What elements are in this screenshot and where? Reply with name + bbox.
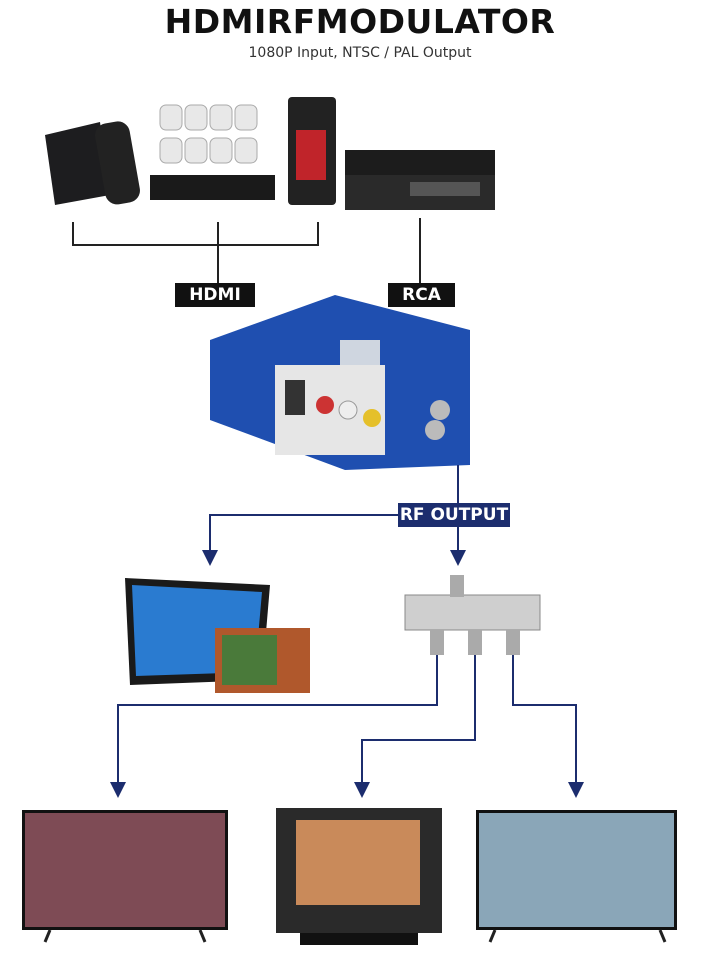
rf-output-label: RF OUTPUT: [398, 503, 510, 527]
pc-tower: [288, 97, 336, 205]
page-subtitle: 1080P Input, NTSC / PAL Output: [248, 45, 472, 61]
rf-splitter: [404, 575, 541, 655]
rf-output-lines: [110, 465, 584, 798]
hdmi-rf-modulator: [210, 295, 470, 470]
tv-football: [22, 810, 228, 943]
crt-tv: [276, 808, 442, 945]
source-bracket: [72, 218, 421, 283]
dvd-player: [345, 150, 495, 210]
tv-box-device: [45, 121, 140, 205]
rca-label: RCA: [388, 283, 455, 307]
page-title: HDMIRFMODULATOR: [164, 2, 556, 41]
hdmi-label: HDMI: [175, 283, 255, 307]
nvr-camera-kit: [150, 104, 275, 200]
tv-drama: [476, 810, 677, 943]
smart-tv-and-crt: [125, 578, 310, 693]
